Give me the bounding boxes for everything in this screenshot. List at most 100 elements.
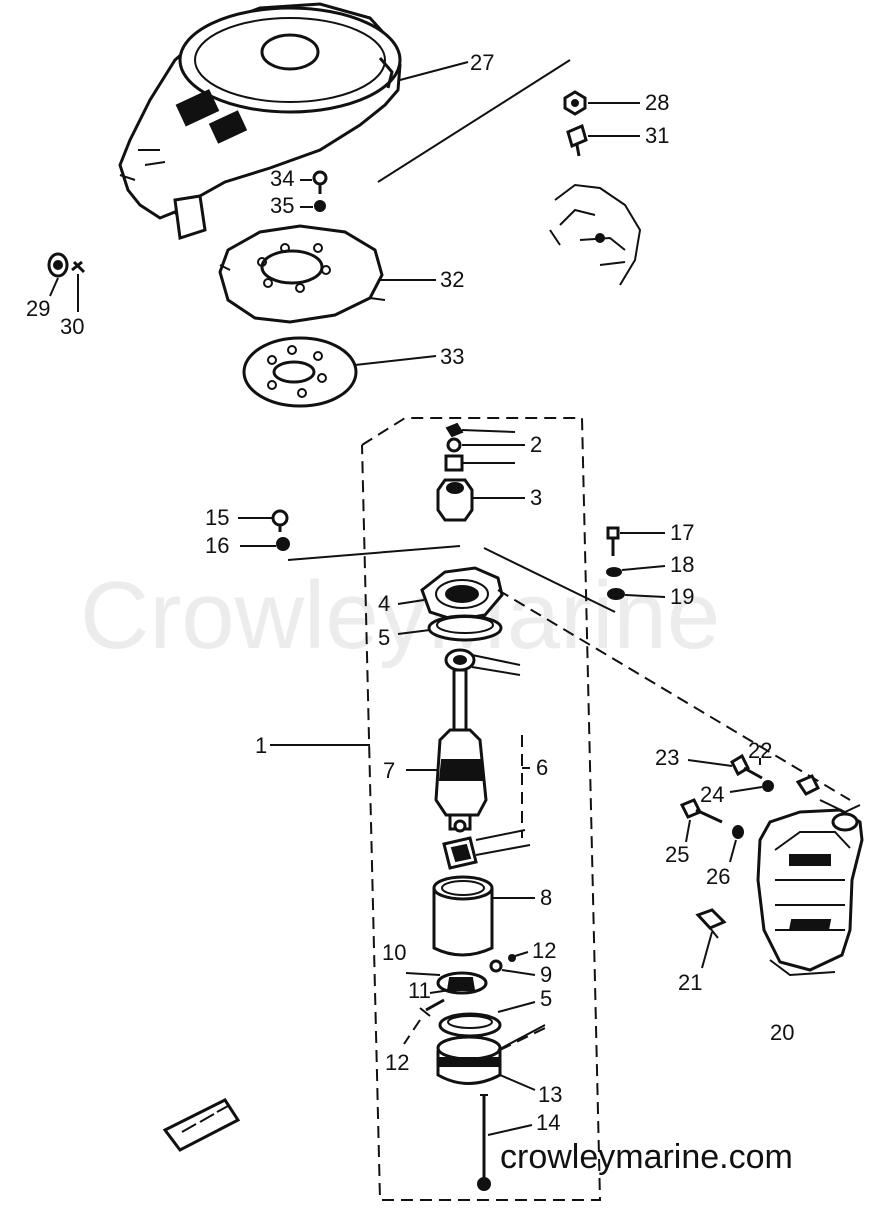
callout-13: 13	[538, 1082, 562, 1107]
leader-5a	[397, 629, 431, 635]
leader-18	[621, 565, 666, 571]
callout-14: 14	[536, 1110, 560, 1135]
callout-32: 32	[440, 267, 464, 292]
brush-plate-upper	[444, 648, 521, 676]
callout-25: 25	[665, 842, 689, 867]
callout-1: 1	[255, 733, 267, 758]
leader-9	[501, 969, 536, 976]
leader-5b	[497, 1001, 536, 1013]
alignment-line-17	[483, 547, 616, 613]
callout-12b: 12	[385, 1050, 409, 1075]
pin-12-upper	[508, 954, 516, 962]
callout-23: 23	[655, 745, 679, 770]
bolt-25	[679, 798, 723, 824]
callout-22: 22	[748, 738, 772, 763]
bolt-17	[606, 526, 620, 556]
callout-16: 16	[205, 533, 229, 558]
starter-assembly-outline	[361, 417, 602, 1201]
screw-31	[566, 123, 588, 157]
callout-3: 3	[530, 485, 542, 510]
callout-27: 27	[470, 50, 494, 75]
washer-35	[314, 200, 326, 212]
through-bolt-14	[477, 1094, 491, 1191]
flywheel-cover	[118, 2, 402, 240]
callout-4: 4	[378, 591, 390, 616]
leader-10	[405, 972, 441, 976]
nut-15	[271, 509, 289, 532]
callout-15: 15	[205, 505, 229, 530]
washer-16	[276, 537, 290, 551]
leader-19	[624, 594, 666, 598]
leader-29	[49, 277, 59, 297]
screw-12-lower	[419, 998, 445, 1017]
nut-29	[47, 252, 69, 278]
bolt-23	[730, 753, 763, 780]
callout-11: 11	[408, 978, 431, 1003]
end-cover-13	[436, 1024, 546, 1085]
alignment-line-27	[377, 59, 571, 183]
leader-21	[701, 931, 713, 969]
callout-30: 30	[60, 314, 84, 339]
leader-23	[687, 759, 733, 767]
callout-35: 35	[270, 193, 294, 218]
callout-9: 9	[540, 962, 552, 987]
watermark-text: CrowleyMarine	[80, 562, 720, 669]
callout-2: 2	[530, 432, 542, 457]
connector-22	[795, 774, 821, 796]
yoke-8	[432, 875, 494, 957]
alignment-line-4	[497, 589, 851, 801]
callout-21: 21	[678, 970, 702, 995]
gasket-5-upper	[427, 614, 503, 642]
nut-2	[444, 422, 464, 472]
callout-31: 31	[645, 123, 669, 148]
callout-19: 19	[670, 584, 694, 609]
leader-14	[487, 1124, 533, 1136]
starter-bracket-20	[756, 799, 864, 977]
leader-26	[729, 839, 737, 863]
alignment-line-15	[287, 545, 461, 561]
clip-21	[695, 908, 727, 939]
callout-24: 24	[700, 782, 724, 807]
gasket-5-lower	[438, 1012, 502, 1038]
screw-30	[71, 260, 86, 274]
leader-2a	[461, 429, 516, 433]
leader-12b	[403, 1019, 421, 1045]
armature-7	[434, 668, 488, 833]
washer-24	[762, 780, 774, 792]
plate-33	[242, 336, 358, 408]
washer-18	[606, 567, 622, 577]
leader-12a	[514, 951, 529, 957]
callout-18: 18	[670, 552, 694, 577]
leader-13	[499, 1074, 536, 1091]
callout-5a: 5	[378, 625, 390, 650]
brush-set	[442, 829, 531, 870]
leader-27	[399, 61, 469, 81]
callout-17: 17	[670, 520, 694, 545]
callout-8: 8	[540, 885, 552, 910]
callout-12a: 12	[532, 938, 556, 963]
brush-holder-9	[436, 959, 503, 995]
washer-19	[607, 588, 625, 600]
callout-20: 20	[770, 1020, 794, 1045]
callout-6: 6	[536, 755, 548, 780]
callout-28: 28	[645, 90, 669, 115]
pinion-3	[436, 478, 474, 522]
leader-24	[729, 786, 763, 793]
nut-28	[563, 90, 587, 116]
callout-10: 10	[382, 940, 406, 965]
stator-plate-32	[218, 224, 386, 324]
callout-33: 33	[440, 344, 464, 369]
bolt-34	[312, 170, 328, 194]
callout-5b: 5	[540, 986, 552, 1011]
callout-26: 26	[706, 864, 730, 889]
washer-26	[732, 825, 744, 839]
leader-11	[429, 989, 451, 994]
leader-25	[685, 819, 691, 843]
callout-7: 7	[383, 758, 395, 783]
callout-34: 34	[270, 166, 294, 191]
leader-33	[354, 355, 437, 366]
leader-4	[397, 599, 425, 605]
end-cover-4	[420, 566, 504, 622]
engine-bracket-fragment	[549, 183, 642, 286]
